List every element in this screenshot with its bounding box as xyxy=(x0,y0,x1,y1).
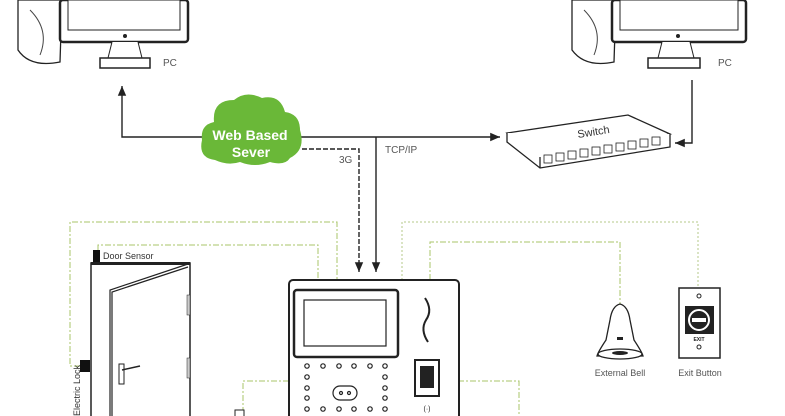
keypad xyxy=(304,363,388,412)
pc-left: PC xyxy=(17,0,190,69)
wire-bottom-left xyxy=(242,380,289,416)
exit-button: EXIT Exit Button xyxy=(678,287,722,378)
speaker-icon xyxy=(17,0,63,65)
wire-bottom-right xyxy=(458,380,520,416)
door-sensor-label: Door Sensor xyxy=(103,251,154,261)
wire-exit-button xyxy=(401,221,699,288)
wire-external-bell xyxy=(429,241,621,304)
electric-lock-icon xyxy=(80,360,90,372)
speaker-icon xyxy=(571,0,617,65)
exit-button-label: Exit Button xyxy=(678,368,722,378)
cloud-icon xyxy=(201,94,302,165)
access-terminal: (·) xyxy=(288,279,460,416)
line-to-left-pc xyxy=(117,86,205,138)
external-bell: External Bell xyxy=(595,303,646,378)
rfid-icon: (·) xyxy=(424,406,431,413)
door-sensor-icon xyxy=(93,250,100,263)
web-server-cloud: Web Based Sever xyxy=(201,94,302,165)
electric-lock-label: Electric Lock xyxy=(72,364,82,416)
3g-label: 3G xyxy=(339,155,353,166)
network-switch: Switch xyxy=(505,114,673,169)
cloud-label-line2: Sever xyxy=(232,144,271,160)
exit-text: EXIT xyxy=(693,337,704,343)
pc-left-label: PC xyxy=(163,58,177,69)
external-bell-label: External Bell xyxy=(595,368,646,378)
connector-icon xyxy=(234,409,245,416)
door: Door Sensor Electric Lock xyxy=(72,250,191,416)
bell-icon xyxy=(596,303,644,357)
pc-right: PC xyxy=(571,0,748,69)
switch-label: Switch xyxy=(577,124,611,141)
wire-electric-lock xyxy=(69,221,338,367)
3g-line xyxy=(302,148,364,272)
pc-right-label: PC xyxy=(718,58,732,69)
line-switch-to-right-pc xyxy=(675,80,693,148)
wire-door-sensor xyxy=(97,244,319,280)
camera-icon xyxy=(422,297,431,343)
cloud-label-line1: Web Based xyxy=(212,127,287,143)
door-handle-icon xyxy=(118,363,125,385)
tcpip-label: TCP/IP xyxy=(385,145,418,156)
